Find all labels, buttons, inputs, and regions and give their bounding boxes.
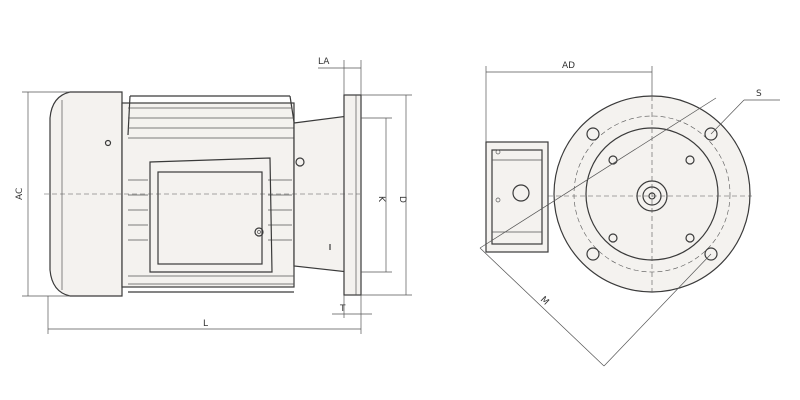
dimension-d: D <box>361 94 412 296</box>
dimension-la: LA <box>318 57 362 95</box>
dimension-l: L <box>47 296 362 334</box>
terminal-box-front <box>485 141 549 253</box>
front-view: AD S M <box>479 61 780 367</box>
dimension-ad: AD <box>485 61 653 142</box>
leader-s: S <box>710 89 780 135</box>
label-d: D <box>397 196 407 203</box>
side-view: LA AC D K T <box>15 57 412 334</box>
flange-plate <box>343 94 362 296</box>
dimension-t: T <box>332 295 372 318</box>
label-s: S <box>756 89 762 99</box>
label-la: LA <box>318 57 330 67</box>
label-t: T <box>339 304 346 314</box>
label-m: M <box>538 295 551 308</box>
terminal-box <box>149 157 273 273</box>
diagonal-construction-line <box>479 97 717 249</box>
motor-body <box>121 95 297 293</box>
dimension-ac: AC <box>15 91 70 297</box>
dimension-k: K <box>361 117 392 273</box>
label-l: L <box>203 319 208 329</box>
label-k: K <box>376 196 386 203</box>
label-ad: AD <box>562 61 575 71</box>
label-ac: AC <box>15 188 25 200</box>
